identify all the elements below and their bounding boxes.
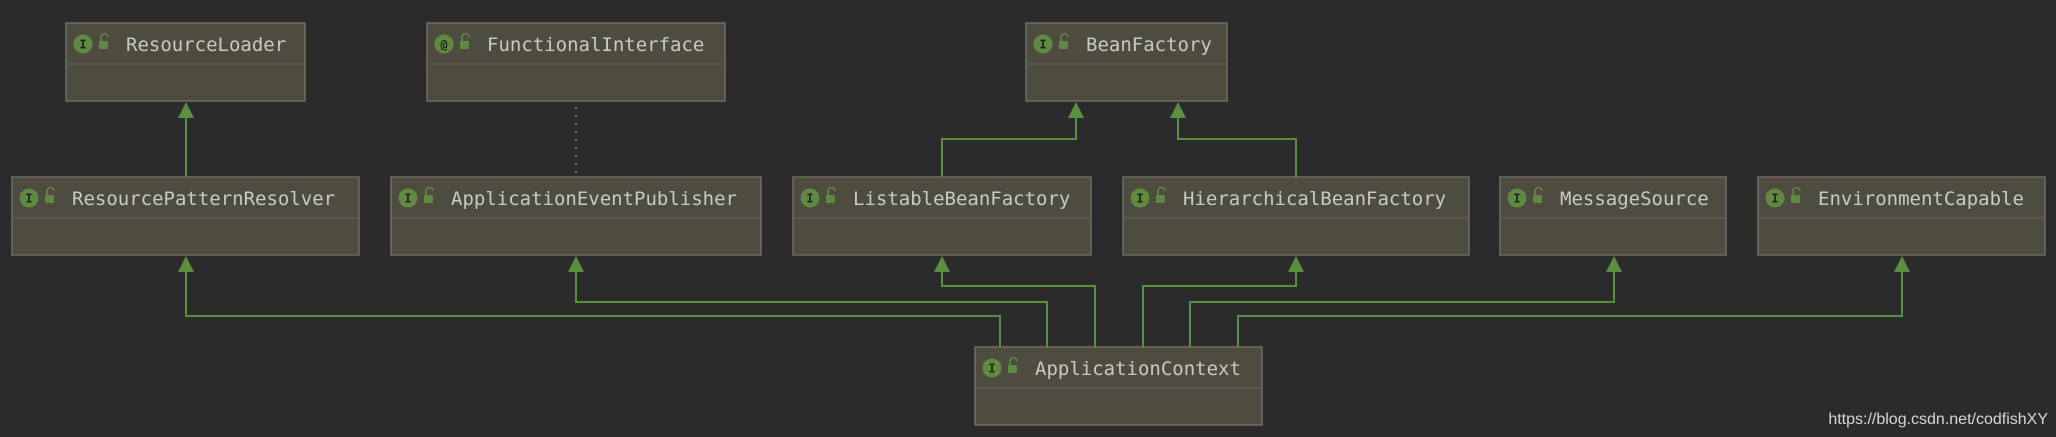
interface-badge-icon: I [1507, 188, 1527, 208]
node-label: EnvironmentCapable [1818, 188, 2024, 210]
class-node-resource-pattern-resolver[interactable]: I ResourcePatternResolver [11, 176, 360, 256]
class-node-application-event-publisher[interactable]: I ApplicationEventPublisher [390, 176, 762, 256]
arrowhead-icon [178, 102, 194, 118]
node-box [974, 346, 1263, 426]
node-label: ListableBeanFactory [853, 188, 1070, 210]
edge-application_context-to-message_source [1189, 256, 1622, 347]
class-node-functional-interface[interactable]: @ FunctionalInterface [426, 22, 726, 102]
interface-badge-icon: I [1765, 188, 1785, 208]
node-box [426, 22, 726, 102]
lock-open-icon [1791, 186, 1801, 203]
arrowhead-icon [1170, 102, 1186, 118]
edge-line [941, 259, 1096, 347]
edge-line [185, 259, 1001, 347]
lock-open-icon [826, 186, 836, 203]
class-node-message-source[interactable]: I MessageSource [1499, 176, 1727, 256]
node-box [1025, 22, 1228, 102]
edge-line [575, 259, 1048, 347]
edge-application_context-to-hierarchical_bean_factory [1142, 256, 1304, 347]
edges-layer [178, 102, 1910, 347]
interface-badge-icon: I [1033, 34, 1053, 54]
arrowhead-icon [1894, 256, 1910, 272]
interface-badge-icon: I [1130, 188, 1150, 208]
node-box [1122, 176, 1470, 256]
node-label: ApplicationEventPublisher [451, 188, 737, 210]
edge-application_context-to-listable_bean_factory [934, 256, 1096, 347]
class-node-hierarchical-bean-factory[interactable]: I HierarchicalBeanFactory [1122, 176, 1470, 256]
watermark-text: https://blog.csdn.net/codfishXY [1828, 411, 2048, 428]
class-node-environment-capable[interactable]: I EnvironmentCapable [1757, 176, 2046, 256]
edge-resource_pattern_resolver-to-resource_loader [178, 102, 194, 177]
class-node-bean-factory[interactable]: I BeanFactory [1025, 22, 1228, 102]
edge-line [1142, 259, 1297, 347]
svg-text:I: I [806, 192, 813, 206]
edge-line [1189, 259, 1615, 347]
lock-open-icon [460, 32, 470, 49]
svg-text:I: I [1513, 192, 1520, 206]
svg-text:I: I [404, 192, 411, 206]
arrowhead-icon [568, 256, 584, 272]
node-box [11, 176, 360, 256]
lock-open-icon [424, 186, 434, 203]
node-label: ResourcePatternResolver [72, 188, 335, 210]
edge-listable_bean_factory-to-bean_factory [941, 102, 1084, 177]
lock-open-icon [1533, 186, 1543, 203]
node-label: ApplicationContext [1035, 358, 1241, 380]
node-label: HierarchicalBeanFactory [1183, 188, 1446, 210]
node-box [1757, 176, 2046, 256]
edge-line [1177, 105, 1297, 177]
lock-open-icon [1059, 32, 1069, 49]
lock-open-icon [99, 32, 109, 49]
arrowhead-icon [1288, 256, 1304, 272]
arrowhead-icon [934, 256, 950, 272]
arrowhead-icon [1068, 102, 1084, 118]
edge-line [941, 105, 1077, 177]
interface-badge-icon: I [398, 188, 418, 208]
svg-text:I: I [25, 192, 32, 206]
class-node-resource-loader[interactable]: I ResourceLoader [65, 22, 306, 102]
lock-open-icon [1008, 356, 1018, 373]
interface-badge-icon: I [73, 34, 93, 54]
svg-text:I: I [1039, 38, 1046, 52]
svg-text:I: I [1771, 192, 1778, 206]
arrowhead-icon [178, 256, 194, 272]
svg-text:I: I [79, 38, 86, 52]
node-box [792, 176, 1092, 256]
annotation-badge-icon: @ [434, 34, 454, 54]
edge-hierarchical_bean_factory-to-bean_factory [1170, 102, 1297, 177]
arrowhead-icon [1606, 256, 1622, 272]
edge-application_context-to-resource_pattern_resolver [178, 256, 1001, 347]
lock-open-icon [1156, 186, 1166, 203]
node-box [1499, 176, 1727, 256]
node-box [65, 22, 306, 102]
interface-badge-icon: I [19, 188, 39, 208]
node-label: ResourceLoader [126, 34, 286, 56]
interface-badge-icon: I [800, 188, 820, 208]
class-node-application-context[interactable]: I ApplicationContext [974, 346, 1263, 426]
node-label: MessageSource [1560, 188, 1709, 210]
class-node-listable-bean-factory[interactable]: I ListableBeanFactory [792, 176, 1092, 256]
svg-text:I: I [988, 362, 995, 376]
edge-application_context-to-environment_capable [1237, 256, 1910, 347]
lock-open-icon [45, 186, 55, 203]
node-label: BeanFactory [1086, 34, 1212, 56]
edge-line [1237, 259, 1903, 347]
edge-application_context-to-application_event_publisher [568, 256, 1048, 347]
node-label: FunctionalInterface [487, 34, 704, 56]
node-box [390, 176, 762, 256]
svg-text:@: @ [440, 38, 447, 52]
interface-badge-icon: I [982, 358, 1002, 378]
svg-text:I: I [1136, 192, 1143, 206]
